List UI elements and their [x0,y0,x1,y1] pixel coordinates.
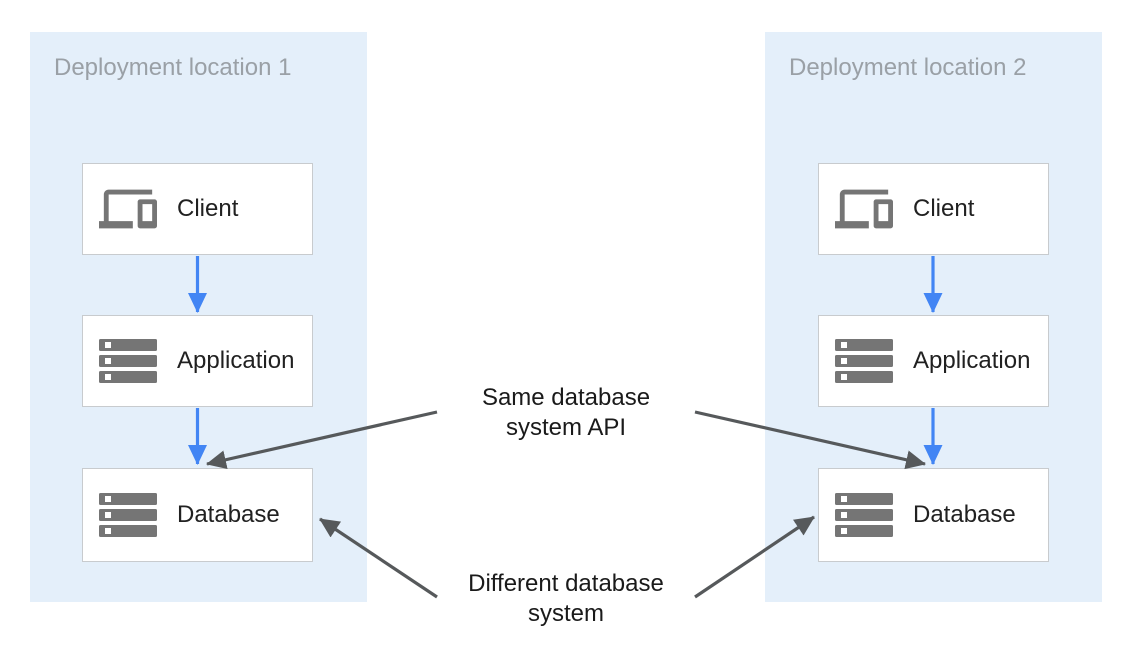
node-application-2: Application [818,315,1049,407]
node-label: Client [177,195,239,222]
server-stack-icon [97,339,159,383]
server-stack-icon [833,493,895,537]
annotation-line: Same database [481,384,651,411]
node-client-2: Client [818,163,1049,255]
panel-title: Deployment location 1 [54,54,292,81]
annotation-line: Different database [468,570,664,597]
annotation-same-database-api: Same database system API [406,383,726,443]
node-label: Database [177,501,280,528]
devices-icon [833,180,895,238]
node-label: Application [913,347,1031,374]
node-label: Client [913,195,975,222]
node-database-1: Database [82,468,313,562]
node-label: Application [177,347,295,374]
server-stack-icon [833,339,895,383]
devices-icon [97,180,159,238]
annotation-line: system [527,600,604,627]
server-stack-icon [97,493,159,537]
node-application-1: Application [82,315,313,407]
annotation-different-database-system: Different database system [406,569,726,629]
node-label: Database [913,501,1016,528]
node-database-2: Database [818,468,1049,562]
panel-title: Deployment location 2 [789,54,1027,81]
node-client-1: Client [82,163,313,255]
annotation-line: system API [505,414,627,441]
